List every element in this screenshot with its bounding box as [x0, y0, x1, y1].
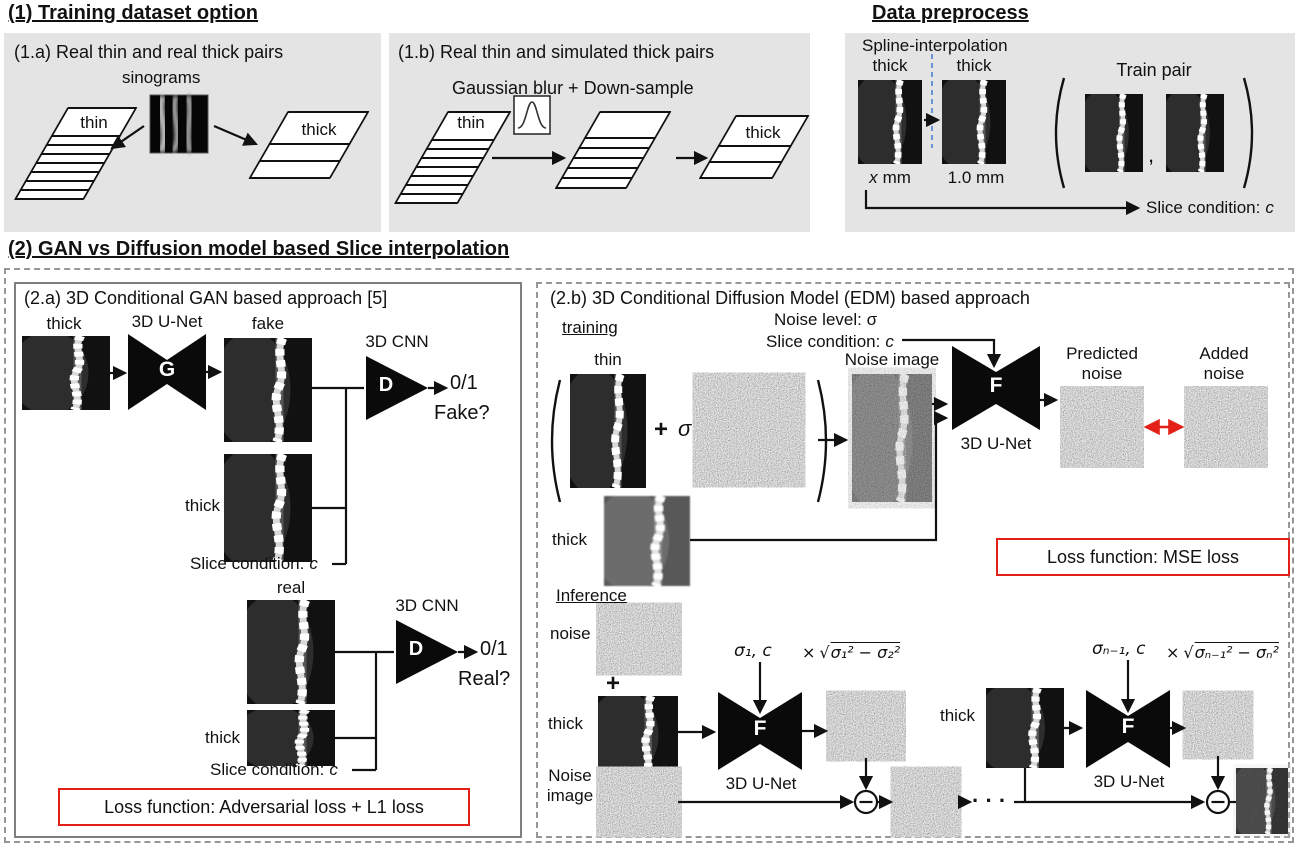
- training-label: training: [562, 318, 618, 337]
- fake-label: fake: [251, 314, 285, 333]
- output-01-label: 0/1: [480, 638, 508, 660]
- denoiser-letter: F: [989, 374, 1003, 397]
- section2-title: (2) GAN vs Diffusion model based Slice i…: [8, 238, 510, 260]
- times-sign: ×: [1166, 643, 1180, 662]
- thick-label: thick: [552, 530, 587, 549]
- noise-label: noise: [550, 624, 591, 643]
- gan-title: (2.a) 3D Conditional GAN based approach …: [24, 288, 388, 308]
- discriminator-letter: D: [378, 374, 394, 396]
- unet-label: 3D U-Net: [725, 774, 797, 793]
- denoiser-letter: F: [1121, 715, 1135, 738]
- noise-image-label: Noise image: [844, 350, 940, 369]
- one-mm-label: 1.0 mm: [947, 168, 1005, 187]
- generator-letter: G: [158, 358, 176, 381]
- real-label: real: [276, 578, 306, 597]
- thick-label: thick: [548, 714, 583, 733]
- slice-condition-label: Slice condition:c: [190, 554, 318, 573]
- thin-label: thin: [594, 350, 622, 369]
- thick-label-right: thick: [956, 56, 992, 75]
- panel-1a-title: (1.a) Real thin and real thick pairs: [14, 42, 284, 62]
- diffusion-title: (2.b) 3D Conditional Diffusion Model (ED…: [550, 288, 1030, 308]
- unet-label: 3D U-Net: [131, 312, 203, 331]
- fake-question-label: Fake?: [434, 402, 490, 424]
- plus-sign: +: [606, 670, 621, 697]
- gan-box: [14, 282, 522, 838]
- panel-1b-title: (1.b) Real thin and simulated thick pair…: [398, 42, 715, 62]
- slice-condition-label: Slice condition:c: [210, 760, 338, 779]
- inference-label: Inference: [556, 586, 627, 605]
- sigma-label: σ: [678, 416, 692, 441]
- thick-label: thick: [205, 728, 240, 747]
- thick-stack-label: thick: [301, 120, 337, 139]
- times-sign: ×: [802, 643, 816, 662]
- sigma1-condition-label: σ₁, c: [734, 641, 772, 661]
- thin-stack-label: thin: [80, 113, 108, 132]
- radical-sign: √: [1183, 643, 1194, 662]
- x-variable: x: [869, 168, 878, 187]
- added-noise-label: Added noise: [1199, 344, 1249, 383]
- scale-factor-2: ×√σₙ₋₁² − σₙ²: [1166, 643, 1279, 662]
- unet-label: 3D U-Net: [960, 434, 1032, 453]
- slice-condition-label: Slice condition:c: [766, 332, 894, 351]
- output-01-label: 0/1: [450, 372, 478, 394]
- discriminator-letter: D: [408, 638, 424, 660]
- gan-loss-box: Loss function: Adversarial loss + L1 los…: [58, 788, 470, 826]
- thick-stack-label: thick: [745, 123, 781, 142]
- unet-label: 3D U-Net: [1093, 772, 1165, 791]
- section1-title: (1) Training dataset option: [8, 2, 259, 24]
- plus-sign: +: [654, 416, 669, 443]
- predicted-noise-label: Predicted noise: [1066, 344, 1138, 383]
- diffusion-loss-box: Loss function: MSE loss: [996, 538, 1290, 576]
- section2-outer-box: [4, 268, 1294, 843]
- thin-stack-label: thin: [457, 113, 485, 132]
- thick-label: thick: [185, 496, 220, 515]
- sigman-condition-label: σₙ₋₁, c: [1092, 639, 1146, 659]
- scale-factor-1: ×√σ₁² − σ₂²: [802, 643, 901, 662]
- noise-level-label: Noise level: σ: [774, 310, 878, 329]
- x-unit: mm: [882, 168, 911, 187]
- ellipsis-label: · · ·: [972, 788, 1007, 813]
- cnn-label: 3D CNN: [365, 332, 429, 351]
- sinograms-label: sinograms: [122, 68, 201, 87]
- real-question-label: Real?: [458, 668, 511, 690]
- blur-downsample-label: Gaussian blur + Down-sample: [452, 78, 694, 98]
- slice-condition-label: Slice condition:c: [1146, 198, 1274, 217]
- spline-interpolation-label: Spline-interpolation: [862, 36, 1008, 55]
- preprocess-title: Data preprocess: [872, 2, 1029, 24]
- thick-label: thick: [940, 706, 975, 725]
- thick-label: thick: [46, 314, 82, 333]
- thick-label-left: thick: [872, 56, 908, 75]
- radicand-1: σ₁² − σ₂²: [830, 643, 901, 662]
- noise-image-label: Noise image: [546, 766, 594, 805]
- radicand-2: σₙ₋₁² − σₙ²: [1194, 643, 1279, 662]
- diffusion-loss-text: Loss function: MSE loss: [1046, 546, 1240, 567]
- comma-label: ,: [1148, 142, 1155, 167]
- cnn-label: 3D CNN: [395, 596, 459, 615]
- denoiser-letter: F: [753, 717, 767, 740]
- train-pair-label: Train pair: [1116, 60, 1192, 80]
- gan-loss-text: Loss function: Adversarial loss + L1 los…: [104, 796, 424, 817]
- radical-sign: √: [819, 643, 830, 662]
